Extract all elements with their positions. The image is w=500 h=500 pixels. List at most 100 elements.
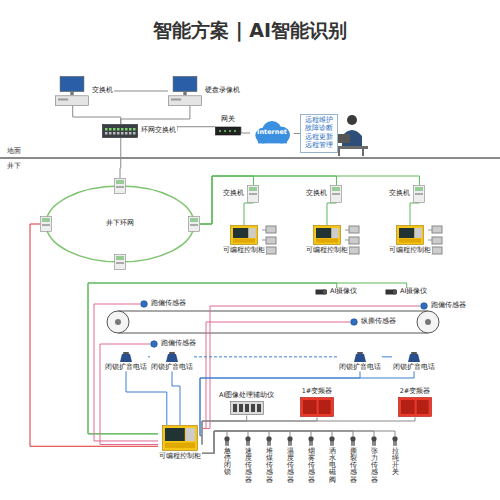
host-unit — [56, 96, 89, 106]
ss-icon — [285, 436, 295, 446]
node-label: 急停闭锁 — [224, 448, 231, 477]
sensor-head — [350, 436, 355, 441]
inverter-panel — [417, 400, 429, 414]
connector — [30, 224, 158, 446]
connector — [382, 356, 392, 357]
phone-icon — [165, 352, 179, 362]
switch-body — [189, 217, 200, 232]
plc-base — [399, 239, 421, 243]
ss-icon — [369, 436, 379, 446]
node-label: 远程更新 — [304, 134, 334, 141]
connector — [410, 203, 419, 225]
lock-phone: 闭锁扩音电话 — [392, 352, 436, 371]
roller-axle — [425, 319, 431, 325]
port — [129, 132, 132, 135]
switch-panel — [116, 180, 124, 184]
switch-slot — [415, 193, 423, 195]
field-sensor: 急停闭锁 — [222, 436, 232, 477]
desk-leg — [362, 149, 364, 156]
sensor-head — [371, 436, 376, 441]
ground-label: 地面 — [6, 146, 22, 156]
inverter-panel — [303, 400, 317, 414]
node-label: 温度传感器 — [287, 448, 294, 484]
device-slot — [251, 404, 255, 412]
node-label: AI摄像仪 — [399, 288, 428, 295]
phone-top — [357, 352, 363, 354]
ring-network: 井下环网 — [40, 178, 200, 270]
sensor-head — [141, 301, 148, 308]
desk-leg — [338, 149, 340, 156]
sen-icon — [150, 340, 158, 348]
node-label: 可编程控制柜 — [388, 247, 432, 254]
plc-body — [231, 226, 258, 245]
plc-controller: 可编程控制柜 — [158, 425, 202, 460]
plc-icon — [230, 225, 258, 245]
connector — [100, 344, 158, 445]
port — [133, 132, 136, 135]
sen-icon — [420, 302, 428, 310]
desk — [334, 146, 368, 149]
underground-label: 井下 — [6, 161, 22, 171]
node-label: 烟雾传感器 — [308, 448, 315, 484]
plc-body — [397, 226, 424, 245]
status-led — [219, 130, 221, 132]
ws-icon — [168, 76, 202, 106]
node-label: 2#变频器 — [399, 388, 432, 395]
dvr-workstation: 硬盘录像机 — [168, 76, 241, 106]
head — [347, 115, 357, 125]
connector — [114, 91, 168, 92]
deviation-sensor: 跑偏传感器 — [150, 340, 197, 348]
inverter: 2#变频器 — [398, 388, 432, 417]
status-led — [229, 130, 231, 132]
port-led — [129, 128, 132, 131]
ring-switch: 环网交换机 — [102, 124, 177, 138]
node-label: 可编程控制柜 — [158, 453, 202, 460]
sw-icon — [413, 185, 425, 203]
node-label: 交换机 — [388, 190, 411, 197]
plc-icon — [162, 425, 198, 451]
plc-cabinet: 可编程控制柜 — [305, 225, 349, 254]
port-led — [125, 128, 128, 131]
page-title: 智能方案 | AI智能识别 — [0, 18, 500, 44]
ring-line — [46, 186, 194, 262]
ground-line — [0, 157, 500, 159]
sensor-head — [392, 436, 397, 441]
connector — [172, 371, 180, 425]
port-led — [105, 128, 108, 131]
cam-icon — [315, 288, 327, 296]
connector — [327, 203, 336, 225]
node-label: 撕裂传感器 — [350, 448, 357, 484]
monitor-stand — [183, 91, 186, 95]
roller — [107, 311, 129, 333]
sensor-head — [421, 303, 428, 310]
connector — [202, 306, 420, 429]
sw-icon — [247, 185, 259, 203]
phone-icon — [407, 352, 421, 362]
sensor-head — [224, 436, 229, 441]
node-label: 闭锁扩音电话 — [338, 364, 382, 371]
switch-slot — [249, 193, 257, 195]
connector — [120, 138, 122, 178]
sensor-head — [266, 436, 271, 441]
sensor-head — [151, 341, 158, 348]
deviation-sensor: 跑偏传感器 — [140, 300, 187, 308]
device-slot — [245, 404, 249, 412]
field-sensor: 烟雾传感器 — [306, 436, 316, 484]
device-slot — [239, 404, 243, 412]
connector — [202, 431, 395, 453]
gw-icon — [215, 125, 241, 137]
field-sensor: 速度传感器 — [243, 436, 253, 484]
port — [109, 132, 112, 135]
port — [105, 132, 108, 135]
phone-body — [120, 354, 132, 362]
dev-icon — [230, 401, 264, 415]
plc-base — [316, 239, 338, 243]
inv-icon — [398, 397, 432, 417]
node-label: 可编程控制柜 — [222, 247, 266, 254]
node-label: 故障诊断 — [304, 125, 334, 132]
switch-slot — [116, 262, 124, 264]
drive-slot — [171, 99, 181, 101]
connector — [121, 106, 190, 124]
switch-panel — [249, 187, 257, 191]
connector — [241, 127, 250, 133]
